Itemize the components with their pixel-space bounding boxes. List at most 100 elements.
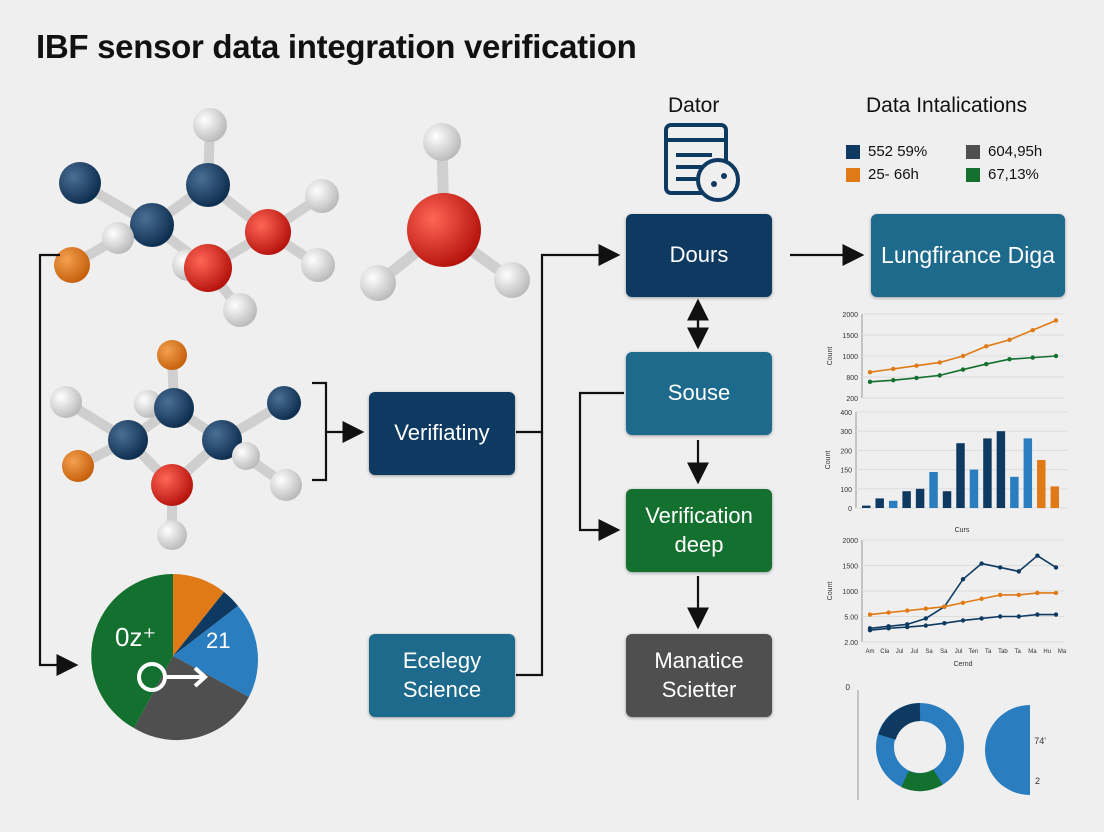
data-point [979, 561, 984, 566]
tick-label: 0 [846, 683, 851, 692]
tick-label: Jul [955, 649, 963, 655]
tick-label: Ma [1028, 649, 1037, 655]
tick-label: Jul [896, 649, 904, 655]
page-title: IBF sensor data integration verification [36, 28, 637, 65]
data-point [914, 375, 919, 381]
tick-label: Ten [969, 649, 979, 655]
node-souse[interactable]: Souse [626, 352, 772, 435]
series-line [869, 319, 1057, 373]
data-point [998, 614, 1003, 619]
legend-item: 552 59% [846, 143, 927, 160]
data-point [960, 618, 966, 623]
data-point [960, 577, 966, 582]
data-point [998, 592, 1003, 598]
molecule-2 [360, 123, 530, 301]
data-point [998, 565, 1003, 570]
legend-label: 604,95h [988, 143, 1043, 160]
tick-label: 400 [840, 410, 852, 417]
data-point [923, 606, 928, 611]
node-dours[interactable]: Dours [626, 214, 772, 297]
tick-label: 2000 [842, 312, 858, 319]
axis-label: Count [825, 451, 832, 470]
node-lungfirance-diga[interactable]: Lungfirance Diga [871, 214, 1065, 297]
data-point [867, 612, 873, 617]
node-ecelegy-science[interactable]: Ecelegy Science [369, 634, 515, 717]
legend-swatch [846, 167, 860, 182]
data-point [937, 360, 942, 365]
tick-label: 200 [840, 448, 852, 455]
bar [969, 469, 979, 508]
bar [1037, 460, 1046, 508]
node-verification-deep[interactable]: Verification deep [626, 489, 772, 572]
tick-label: Tab [998, 649, 1008, 655]
bar [1010, 476, 1019, 508]
axis-label: Cernd [953, 661, 972, 668]
data-point [867, 628, 873, 633]
data-point [942, 604, 947, 609]
bar [888, 500, 898, 508]
data-point [1053, 318, 1059, 323]
data-point [979, 596, 984, 602]
legend-swatch [846, 144, 860, 159]
donut-segment [901, 769, 943, 792]
tick-label: 1500 [842, 564, 858, 571]
tick-label: 200 [846, 396, 858, 403]
data-point [937, 373, 942, 378]
bar [1023, 438, 1033, 508]
data-point [960, 353, 966, 359]
bar [942, 491, 952, 508]
data-point [984, 344, 989, 349]
node-manatice-scietter[interactable]: Manatice Scietter [626, 634, 772, 717]
data-point [1035, 612, 1040, 617]
tick-label: Sa [940, 649, 948, 655]
axis-label: Curs [955, 527, 970, 534]
pie-label: 74' [1034, 736, 1046, 746]
tick-label: 2000 [842, 538, 858, 545]
legend-label: 552 59% [868, 143, 928, 160]
tick-label: Jul [910, 649, 918, 655]
pie-label: 2 [1035, 776, 1040, 786]
tick-label: 5.00 [844, 615, 858, 622]
data-point [960, 367, 966, 372]
tick-label: 800 [846, 375, 858, 382]
tick-label: 300 [840, 429, 852, 436]
tick-label: 2.00 [844, 640, 858, 647]
data-point [1053, 565, 1059, 570]
data-point [942, 620, 947, 626]
data-point [905, 624, 910, 630]
charts-area: 200015001000800200Count4003002001501000C… [825, 312, 1068, 800]
bar [1050, 486, 1059, 508]
tick-label: Ta [985, 649, 992, 655]
tick-label: 1500 [842, 333, 858, 340]
series-line [869, 554, 1057, 630]
data-point [1007, 357, 1012, 362]
legend-item: 604,95h [966, 143, 1042, 160]
pie-label: 0z⁺ [115, 622, 157, 652]
document-chart-icon [664, 123, 740, 202]
data-point [1053, 612, 1059, 617]
axis-label: Count [827, 582, 834, 601]
tick-label: 150 [840, 468, 852, 475]
data-point [1007, 337, 1012, 343]
bar [996, 431, 1006, 508]
molecule-3 [50, 340, 302, 550]
tick-label: 1000 [842, 589, 858, 596]
node-verifiatiny[interactable]: Verifiatiny [369, 392, 515, 475]
data-point [923, 616, 928, 621]
data-point [905, 608, 910, 613]
legend-title: Data Intalications [866, 94, 1028, 117]
legend-swatch [966, 144, 980, 159]
tick-label: 100 [840, 487, 852, 494]
data-point [867, 379, 873, 385]
data-point [886, 610, 891, 615]
data-point [984, 361, 989, 367]
bar [915, 488, 925, 508]
donut-segment [878, 703, 921, 741]
data-point [979, 616, 984, 621]
tick-label: Hu [1043, 649, 1051, 655]
tick-label: 1000 [842, 354, 858, 361]
bar [902, 491, 911, 508]
dator-label: Dator [668, 94, 720, 117]
data-point [867, 369, 873, 375]
